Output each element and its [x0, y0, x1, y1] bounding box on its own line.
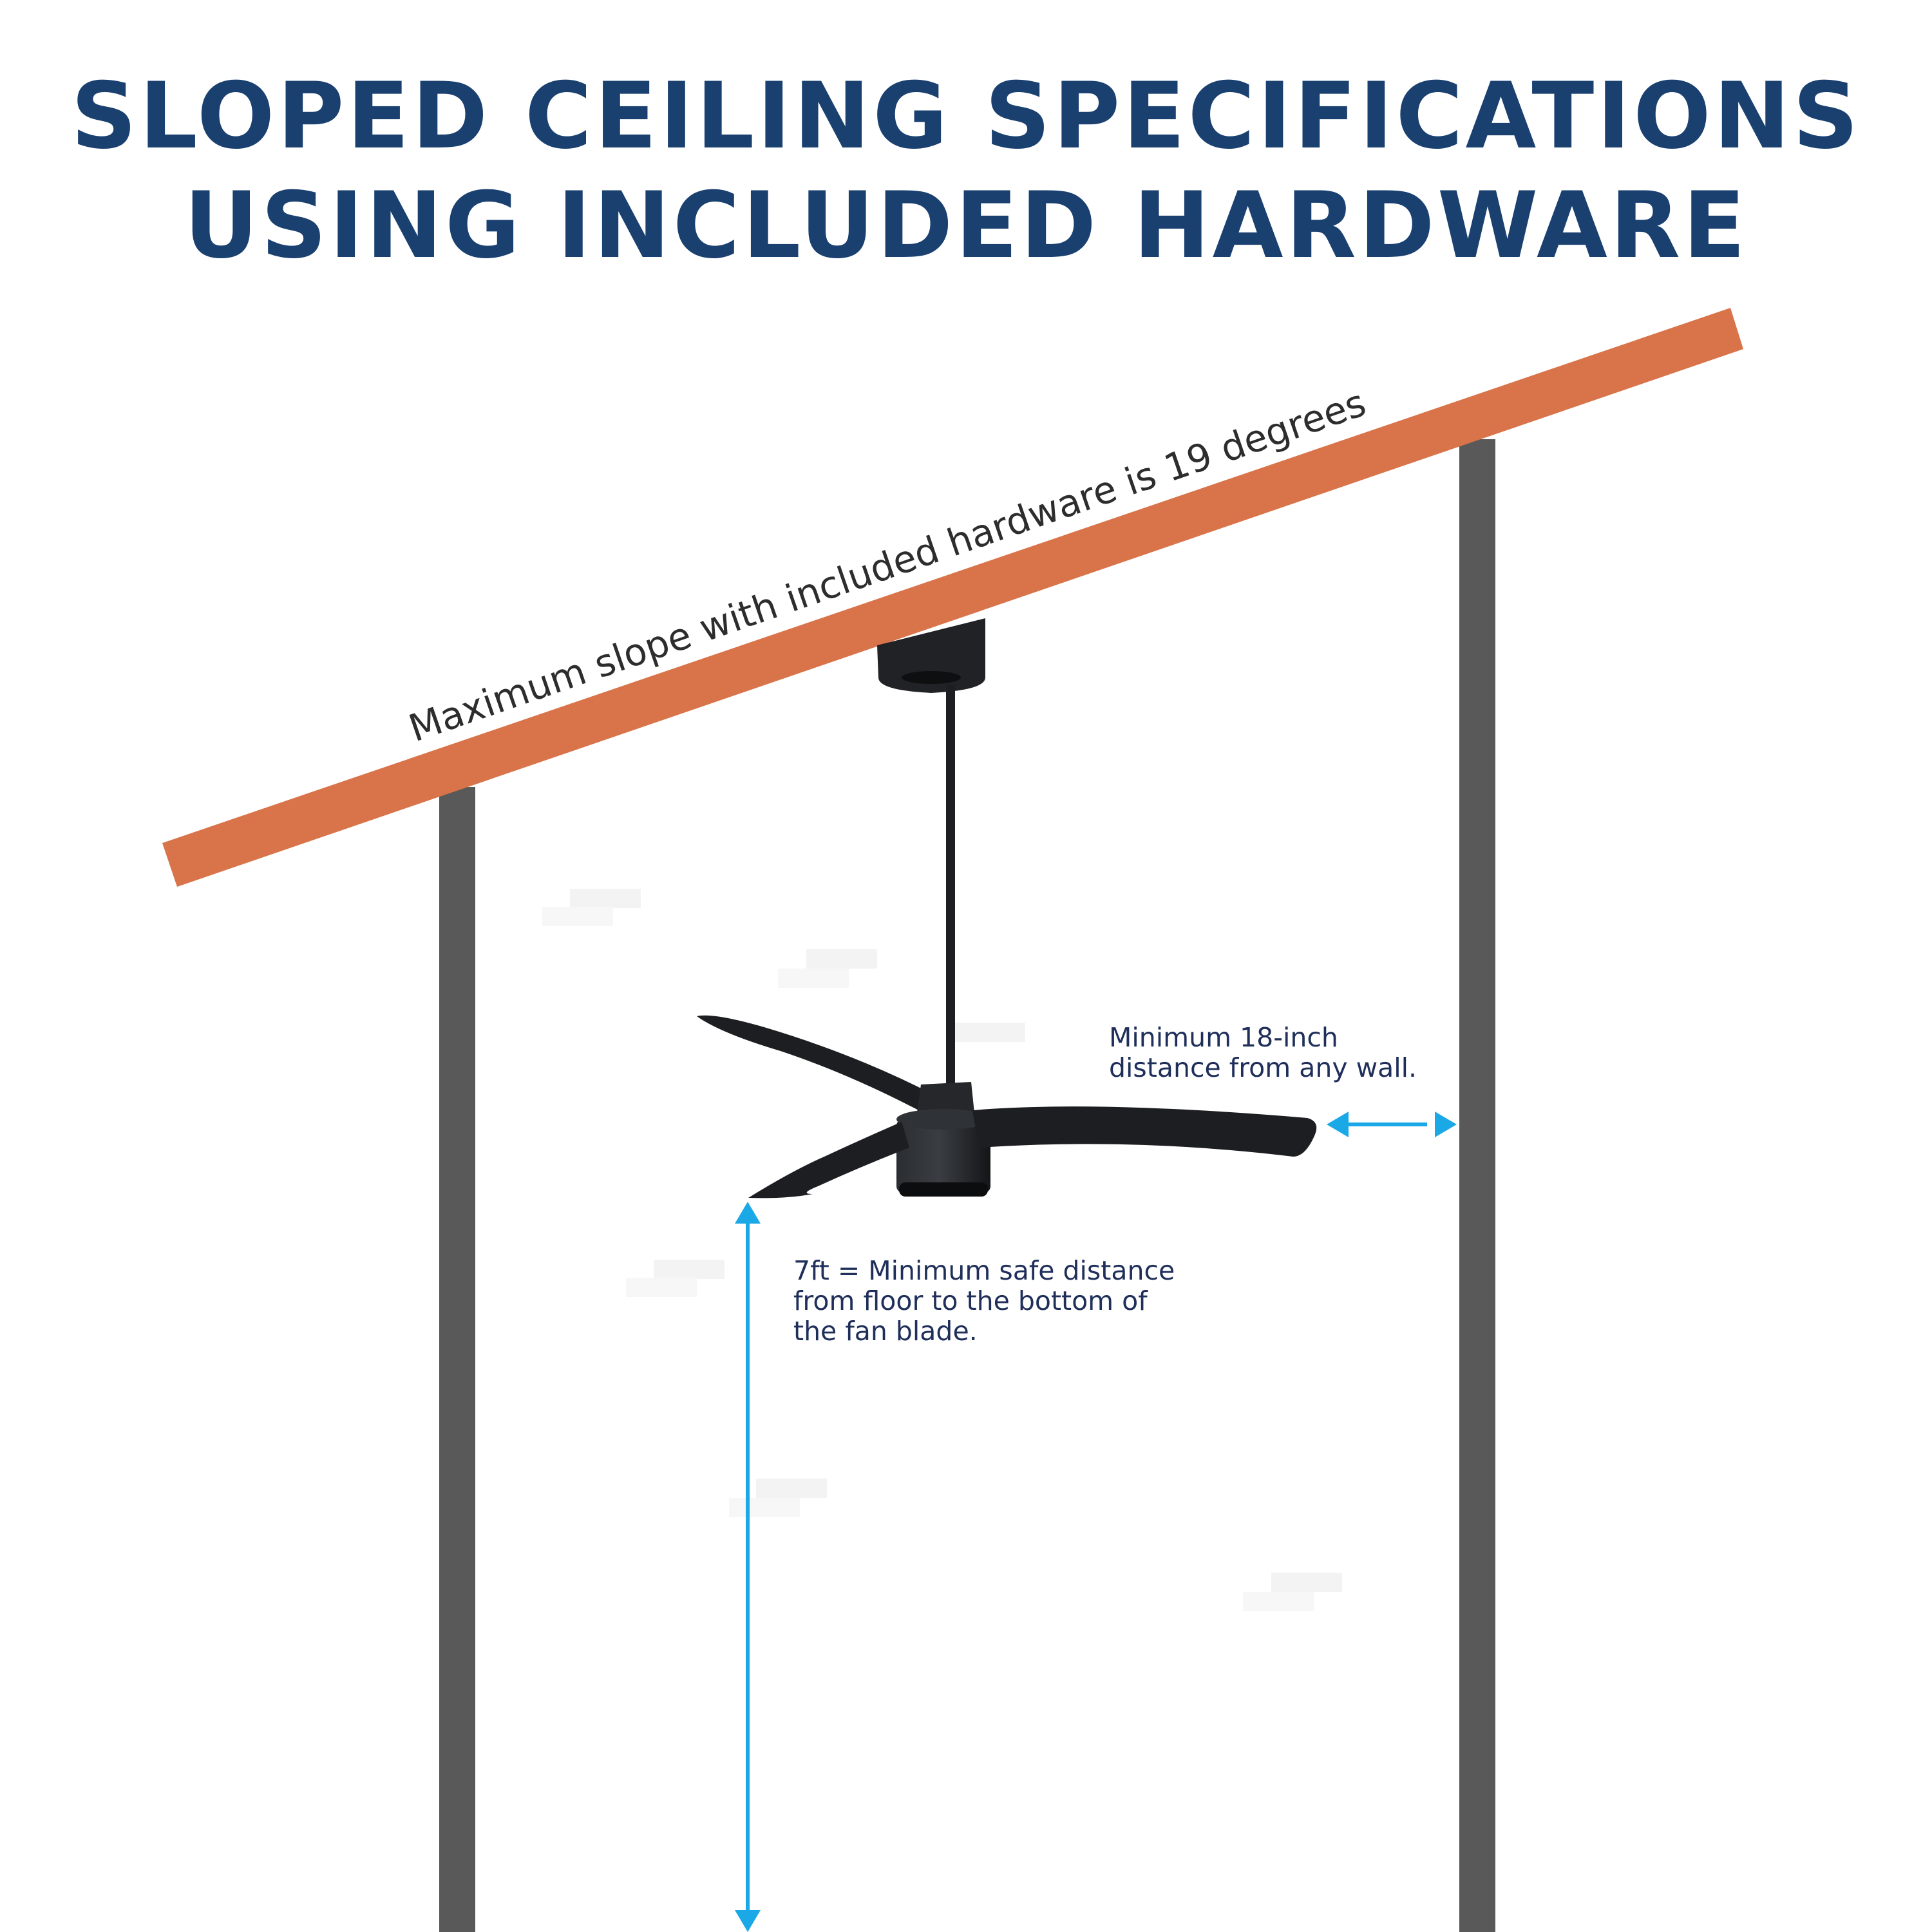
- watermark-boxes: [542, 889, 1342, 1611]
- sloped-ceiling-beam: [162, 308, 1743, 887]
- wall-distance-note: Minimum 18-inch distance from any wall.: [1109, 1023, 1417, 1083]
- fan-blade-lower-left: [748, 1122, 909, 1198]
- fan-light-ring: [899, 1182, 988, 1197]
- fan-blade-upper-left: [697, 1015, 934, 1114]
- ceiling-fan-icon: [697, 618, 1317, 1198]
- page-title: SLOPED CEILING SPECIFICATIONS USING INCL…: [0, 62, 1932, 281]
- wall-note-line-2: distance from any wall.: [1109, 1052, 1417, 1083]
- floor-note-line-2: from floor to the bottom of: [793, 1285, 1148, 1316]
- wall-clearance-arrow-icon: [1327, 1112, 1457, 1137]
- fan-motor-cap: [896, 1109, 990, 1130]
- fan-canopy: [877, 618, 985, 693]
- fan-downrod: [946, 685, 955, 1087]
- title-line-2: USING INCLUDED HARDWARE: [184, 173, 1748, 279]
- fan-canopy-bottom: [902, 671, 961, 684]
- right-wall: [1459, 439, 1495, 1932]
- floor-distance-note: 7ft = Minimum safe distance from floor t…: [793, 1256, 1175, 1347]
- floor-note-line-1: 7ft = Minimum safe distance: [793, 1255, 1175, 1286]
- title-line-1: SLOPED CEILING SPECIFICATIONS: [71, 63, 1861, 169]
- left-wall: [439, 787, 475, 1932]
- fan-motor-housing: [896, 1119, 990, 1193]
- floor-note-line-3: the fan blade.: [793, 1316, 978, 1347]
- wall-note-line-1: Minimum 18-inch: [1109, 1022, 1338, 1053]
- floor-clearance-arrow-icon: [735, 1202, 761, 1932]
- slope-label: Maximum slope with included hardware is …: [403, 381, 1371, 750]
- fan-blade-right: [972, 1106, 1317, 1157]
